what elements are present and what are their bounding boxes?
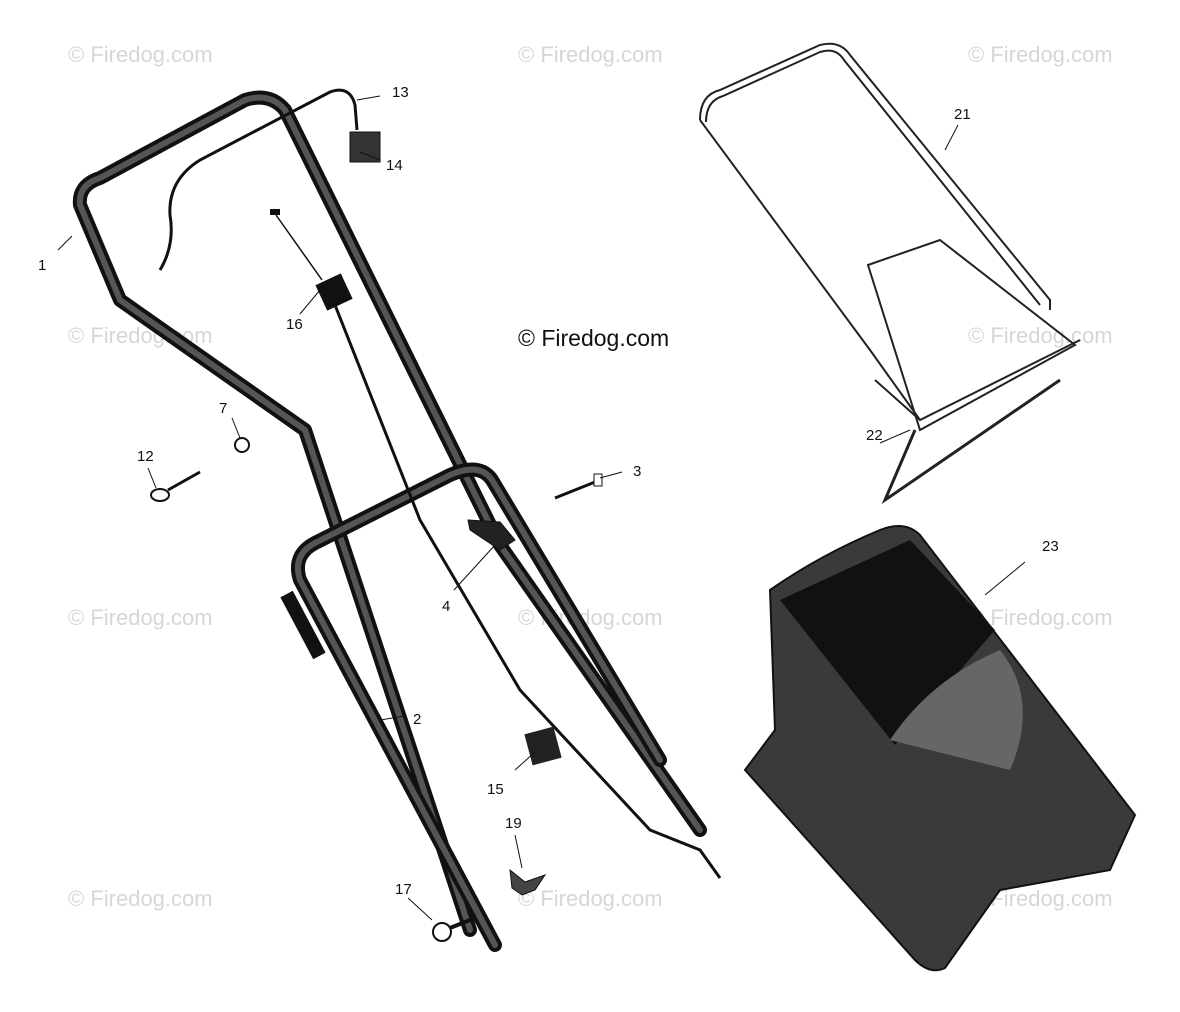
callout-1: 1: [38, 257, 46, 274]
watermark: © Firedog.com: [68, 605, 213, 630]
callout-3: 3: [633, 463, 641, 480]
bag-frame-lower: [881, 378, 1061, 505]
callout-16: 16: [286, 316, 303, 333]
callout-22: 22: [866, 427, 883, 444]
callout-15: 15: [487, 781, 504, 798]
callout-21: 21: [954, 106, 971, 123]
watermark: © Firedog.com: [518, 42, 663, 67]
hardware: [150, 437, 603, 551]
callout-17: 17: [395, 881, 412, 898]
callout-2: 2: [413, 711, 421, 728]
callout-7: 7: [219, 400, 227, 417]
callout-23: 23: [1042, 538, 1059, 555]
watermarks: © Firedog.com © Firedog.com © Firedog.co…: [68, 42, 1113, 911]
watermark: © Firedog.com: [68, 42, 213, 67]
lower-handle: [280, 462, 667, 952]
leader-lines: [57, 95, 1026, 921]
cable-clip: [349, 131, 381, 163]
cable: [270, 209, 353, 311]
grass-bag: [743, 525, 1137, 972]
callout-19: 19: [505, 815, 522, 832]
callouts: 1 13 14 16 7 12 3 4 2 15 19 17 21 22 23: [38, 84, 1059, 898]
control-bar: [158, 88, 722, 879]
fasteners: [432, 726, 562, 942]
watermark: © Firedog.com: [968, 605, 1113, 630]
upper-handle: [72, 90, 707, 937]
callout-12: 12: [137, 448, 154, 465]
watermark: © Firedog.com: [68, 886, 213, 911]
bag-frame: [699, 42, 1081, 432]
watermark: © Firedog.com: [968, 42, 1113, 67]
callout-13: 13: [392, 84, 409, 101]
center-watermark: © Firedog.com: [518, 325, 669, 351]
callout-4: 4: [442, 598, 450, 615]
watermark: © Firedog.com: [518, 886, 663, 911]
callout-14: 14: [386, 157, 403, 174]
watermark: © Firedog.com: [968, 323, 1113, 348]
